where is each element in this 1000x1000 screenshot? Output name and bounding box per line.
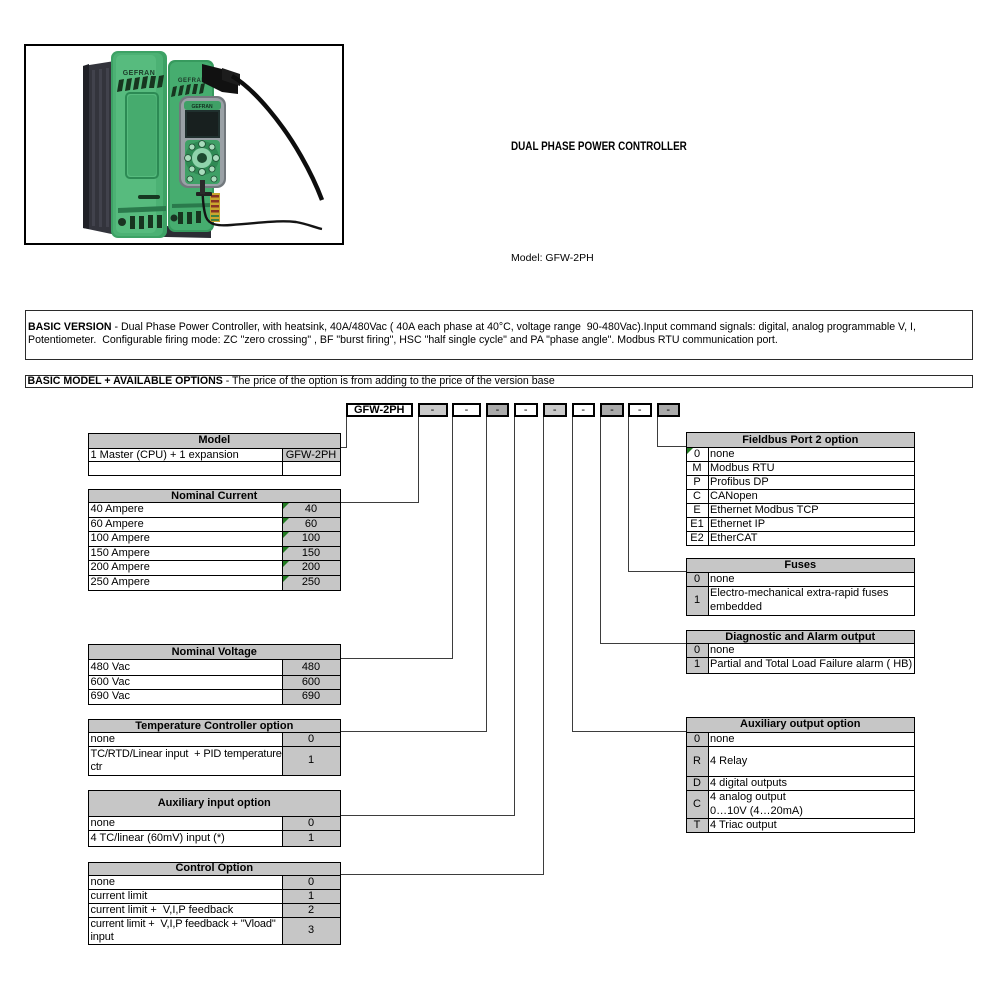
- svg-text:GEFRAN: GEFRAN: [123, 70, 156, 77]
- svg-text:GEFRAN: GEFRAN: [178, 78, 206, 84]
- svg-text:GEFRAN: GEFRAN: [191, 104, 213, 110]
